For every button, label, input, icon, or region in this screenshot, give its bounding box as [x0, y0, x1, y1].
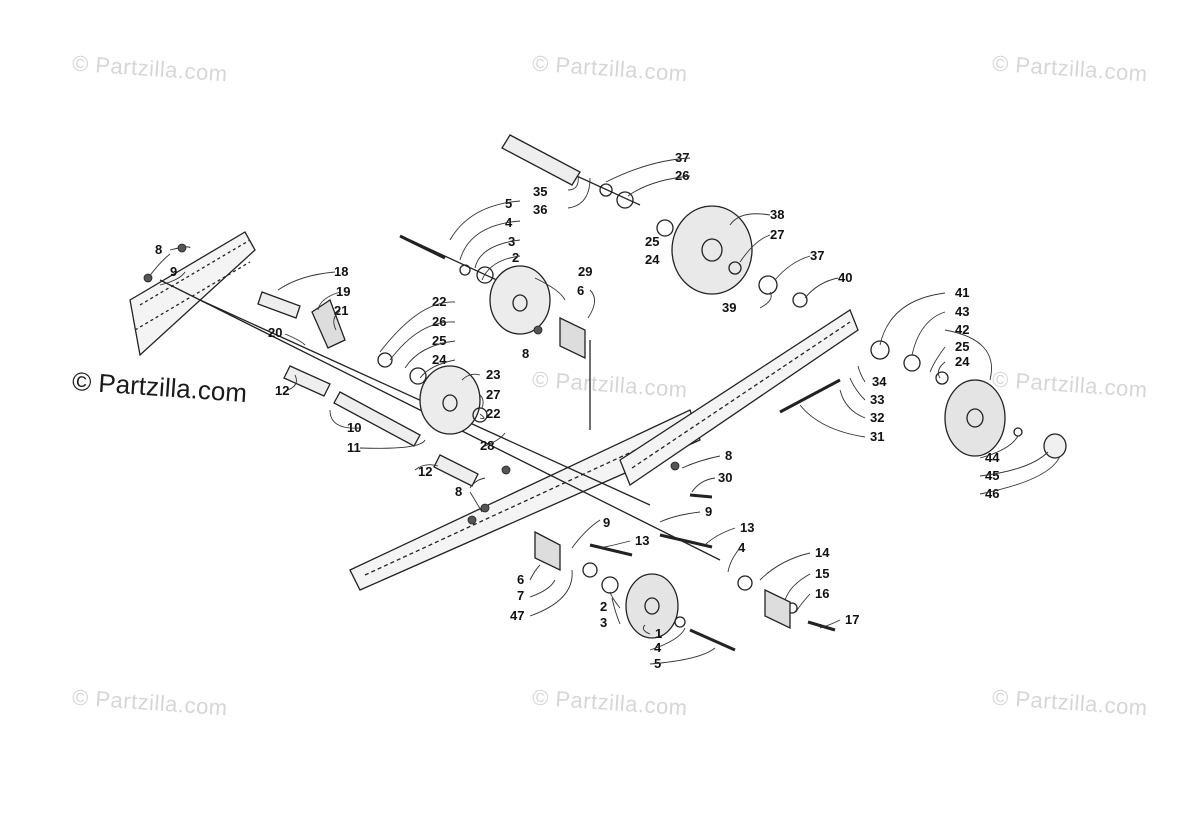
callout: 13 [740, 520, 754, 535]
callout: 25 [955, 339, 969, 354]
callout: 18 [334, 264, 348, 279]
callout: 26 [675, 168, 689, 183]
callout: 9 [705, 504, 712, 519]
callout: 40 [838, 270, 852, 285]
callout: 24 [955, 354, 970, 369]
callout: 44 [985, 450, 1000, 465]
callout: 46 [985, 486, 999, 501]
callout: 9 [170, 264, 177, 279]
callout: 6 [517, 572, 524, 587]
callout: 34 [872, 374, 887, 389]
callout: 32 [870, 410, 884, 425]
callout-labels: 1 2 2 3 3 4 4 4 5 5 6 6 7 8 8 8 8 9 9 9 … [155, 150, 1000, 671]
callout: 35 [533, 184, 547, 199]
callout: 25 [432, 333, 446, 348]
callout: 7 [517, 588, 524, 603]
callout: 6 [577, 283, 584, 298]
callout: 4 [738, 540, 746, 555]
callout: 37 [810, 248, 824, 263]
callout: 38 [770, 207, 784, 222]
callout: 14 [815, 545, 830, 560]
callout: 12 [275, 383, 289, 398]
callout: 8 [155, 242, 162, 257]
callout: 39 [722, 300, 736, 315]
callout: 33 [870, 392, 884, 407]
callout: 22 [432, 294, 446, 309]
callout: 11 [347, 440, 361, 455]
callout: 15 [815, 566, 829, 581]
callout: 43 [955, 304, 969, 319]
callout: 29 [578, 264, 592, 279]
callout: 37 [675, 150, 689, 165]
callout: 9 [603, 515, 610, 530]
callout: 47 [510, 608, 524, 623]
callout: 1 [655, 626, 662, 641]
callout: 31 [870, 429, 884, 444]
callout: 5 [505, 196, 512, 211]
callout: 21 [334, 303, 348, 318]
callout: 12 [418, 464, 432, 479]
callout: 36 [533, 202, 547, 217]
callout: 45 [985, 468, 999, 483]
callout: 2 [600, 599, 607, 614]
callout: 10 [347, 420, 361, 435]
callout: 17 [845, 612, 859, 627]
callout: 8 [455, 484, 462, 499]
callout: 8 [522, 346, 529, 361]
callout: 24 [645, 252, 660, 267]
callout: 22 [486, 406, 500, 421]
callout: 20 [268, 325, 282, 340]
callout: 41 [955, 285, 969, 300]
callout: 23 [486, 367, 500, 382]
callout: 16 [815, 586, 829, 601]
callout: 3 [600, 615, 607, 630]
callout: 25 [645, 234, 659, 249]
callout: 13 [635, 533, 649, 548]
callout: 30 [718, 470, 732, 485]
callout: 27 [486, 387, 500, 402]
callout: 26 [432, 314, 446, 329]
callout: 19 [336, 284, 350, 299]
callout: 8 [725, 448, 732, 463]
callout: 27 [770, 227, 784, 242]
callout: 2 [512, 250, 519, 265]
